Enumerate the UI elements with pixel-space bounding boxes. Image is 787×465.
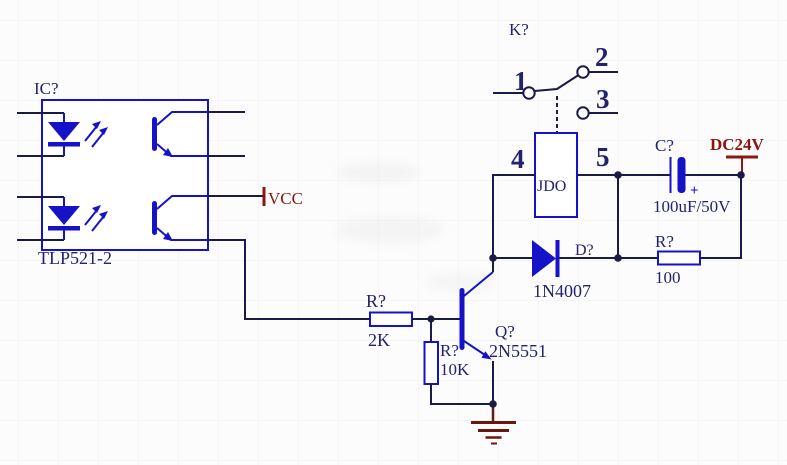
led1-cathode-bar (48, 142, 80, 147)
capacitor-plate-positive (677, 157, 686, 193)
resistor-load-designator: R? (655, 232, 674, 251)
dc24v-label: DC24V (710, 135, 765, 154)
resistor-load-value: 100 (655, 268, 681, 287)
relay-coil-label: JDO (537, 178, 566, 195)
capacitor-value: 100uF/50V (653, 197, 731, 216)
relay-designator: K? (509, 20, 529, 39)
relay-contact-2 (576, 65, 590, 79)
transistor-base-bar (459, 288, 465, 350)
resistor-base-body (369, 311, 413, 327)
relay-pin1-label: 1 (514, 66, 528, 96)
relay-pin4-label: 4 (511, 144, 525, 174)
diode-cathode-bar (555, 240, 560, 277)
phototransistor1-base-bar (152, 117, 157, 151)
transistor-part-number: 2N5551 (489, 341, 547, 361)
optocoupler-designator: IC? (34, 79, 59, 98)
vcc-label: VCC (268, 189, 303, 208)
led1-triangle (48, 122, 80, 141)
relay-pin3-label: 3 (596, 84, 610, 114)
diode-triangle (532, 240, 556, 277)
phototransistor2-base-bar (152, 201, 157, 235)
transistor-designator: Q? (495, 322, 515, 341)
wire-coil-pin4-to-collector (492, 174, 535, 272)
diode-designator: D? (575, 242, 594, 259)
resistor-load: R? 100 (655, 232, 701, 287)
phototransistor2-collector (156, 195, 208, 210)
phototransistor1-emitter-arrow (163, 148, 173, 157)
diode-part-number: 1N4007 (533, 281, 591, 301)
resistor-pulldown-designator: R? (440, 341, 459, 360)
led2-cathode-bar (48, 226, 80, 231)
relay-coil: JDO 4 5 (511, 132, 610, 218)
wire-pulldown-bottom (430, 384, 493, 405)
resistor-base-designator: R? (366, 291, 386, 311)
led1-emission-arrows (84, 121, 108, 148)
resistor-pulldown-value: 10K (440, 360, 470, 379)
vcc-terminal: VCC (208, 187, 303, 208)
resistor-base: R? 2K (366, 291, 413, 350)
resistor-base-value: 2K (368, 330, 390, 350)
wire-load-to-rail (700, 175, 742, 259)
transistor-collector-lead (463, 271, 494, 297)
relay-pin2-label: 2 (595, 42, 609, 72)
relay-contact-3 (576, 106, 590, 120)
optocoupler: IC? TLP521-2 (17, 79, 245, 268)
wire-opto-to-base-resistor (208, 239, 370, 320)
relay-contact-1 (522, 86, 536, 100)
capacitor: C? + 100uF/50V (653, 136, 741, 216)
relay-switch-arm (534, 74, 579, 92)
resistor-pulldown-body (423, 341, 439, 385)
resistor-pulldown: R? 10K (423, 319, 493, 405)
led2-emission-arrows (84, 205, 108, 232)
relay-contacts: K? 1 2 3 (493, 20, 618, 132)
junction-dots (427, 171, 745, 408)
dc24v-terminal: DC24V (710, 135, 765, 173)
transistor: Q? 2N5551 (459, 271, 547, 361)
capacitor-designator: C? (655, 136, 674, 155)
relay-coil-body (534, 132, 578, 218)
flyback-diode: D? 1N4007 (493, 240, 618, 301)
capacitor-polarity-sign: + (690, 183, 699, 199)
phototransistor2-emitter-arrow (163, 232, 173, 241)
optocoupler-part-number: TLP521-2 (38, 248, 112, 268)
resistor-load-body (657, 250, 701, 266)
watermark (335, 162, 496, 292)
led2-triangle (48, 206, 80, 225)
transistor-emitter-arrow (481, 351, 492, 360)
relay-pin5-label: 5 (596, 142, 610, 172)
phototransistor1-collector (156, 111, 208, 126)
